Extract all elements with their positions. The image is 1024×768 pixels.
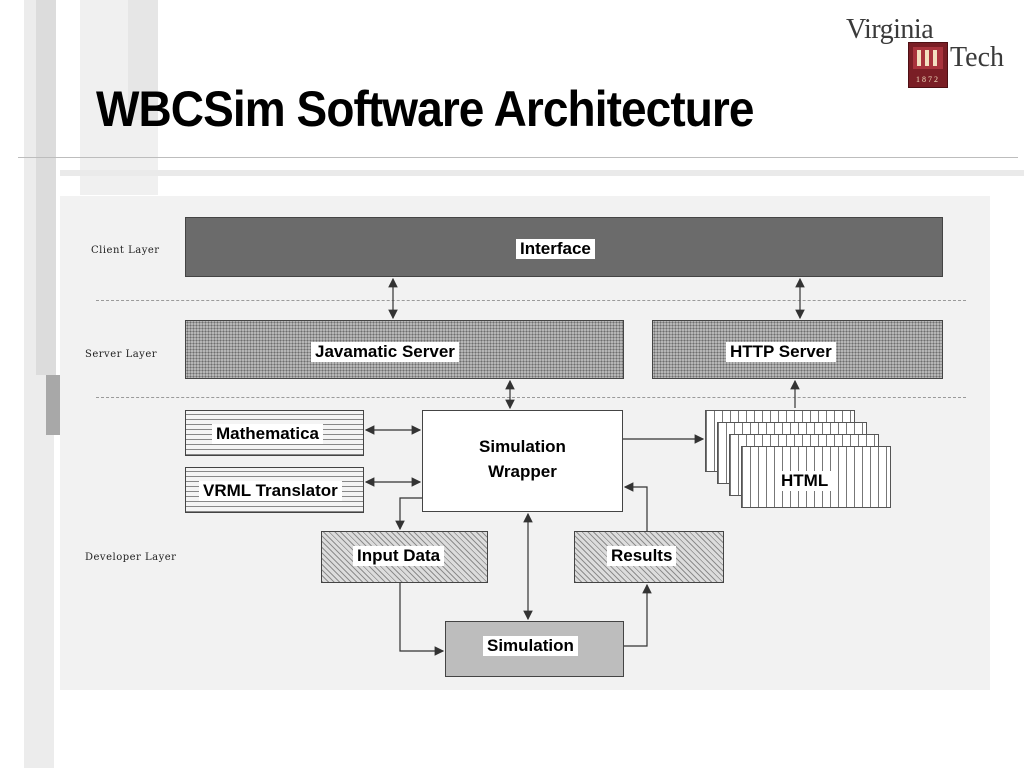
decorative-bar	[36, 0, 56, 375]
layer-divider	[96, 397, 966, 398]
client-layer-label: Client Layer	[91, 245, 160, 256]
developer-layer-label: Developer Layer	[85, 552, 177, 563]
logo-text-virginia: Virginia	[846, 14, 934, 45]
input-data-label: Input Data	[353, 546, 445, 566]
logo-year: 1872	[916, 75, 940, 84]
simulation-box	[445, 621, 624, 677]
vrml-translator-label: VRML Translator	[199, 481, 342, 501]
simulation-wrapper-label: Simulation	[479, 437, 566, 456]
results-wrapper-arrow	[623, 482, 648, 531]
connector-arrows	[364, 277, 805, 656]
architecture-diagram: Client Layer Server Layer Developer Laye…	[60, 196, 990, 690]
virginia-tech-logo: Virginia 1872 Tech	[842, 10, 1022, 90]
wrapper-input-arrow	[395, 497, 422, 531]
input-simulation-arrow	[399, 583, 445, 656]
simulation-wrapper-box: Simulation Wrapper	[422, 410, 623, 512]
decorative-band	[60, 170, 1024, 176]
decorative-bar	[46, 375, 60, 435]
logo-text-tech: Tech	[950, 42, 1005, 73]
server-layer-label: Server Layer	[85, 349, 158, 360]
mathematica-box	[185, 410, 364, 456]
simulation-results-arrow	[624, 583, 652, 647]
title-divider	[18, 157, 1018, 158]
html-label: HTML	[777, 471, 833, 491]
mathematica-label: Mathematica	[212, 424, 323, 444]
javamatic-server-label: Javamatic Server	[311, 342, 459, 362]
decorative-bar	[128, 0, 158, 120]
results-label: Results	[607, 546, 677, 566]
http-server-label: HTTP Server	[726, 342, 836, 362]
slide-title: WBCSim Software Architecture	[96, 81, 754, 137]
simulation-label: Simulation	[483, 636, 578, 656]
layer-divider	[96, 300, 966, 301]
logo-seal-icon: 1872	[908, 42, 948, 88]
simulation-wrapper-label: Wrapper	[488, 462, 557, 481]
interface-label: Interface	[516, 239, 595, 259]
